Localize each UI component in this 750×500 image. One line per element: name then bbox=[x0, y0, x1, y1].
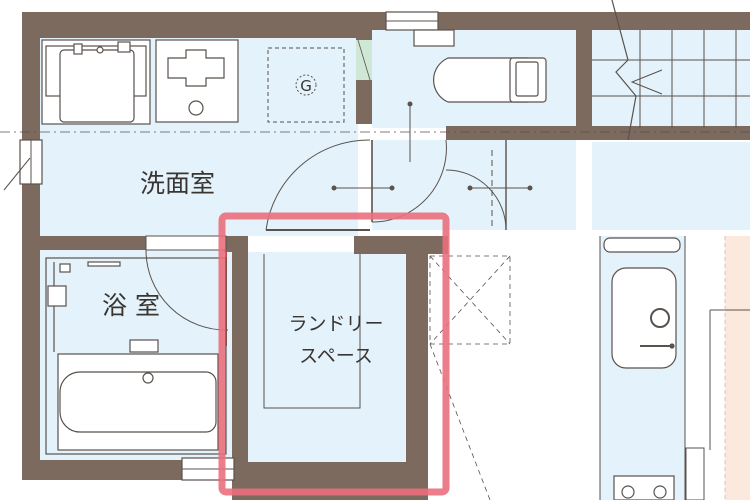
washroom-label: 洗面室 bbox=[140, 169, 215, 198]
laundry-floor bbox=[248, 252, 406, 462]
openings bbox=[3, 11, 439, 481]
sink-icon bbox=[41, 39, 151, 125]
bathroom-label: 浴 室 bbox=[102, 291, 160, 320]
stairs-floor bbox=[592, 30, 750, 128]
gas-symbol: G bbox=[300, 77, 312, 95]
storage-dashes bbox=[429, 255, 511, 500]
gas-dryer: G bbox=[267, 47, 345, 123]
laundry-label-line2: スペース bbox=[299, 345, 373, 367]
dining-floor bbox=[725, 236, 750, 500]
hall-floor bbox=[592, 142, 750, 230]
laundry-label-line1: ランドリー bbox=[288, 313, 383, 335]
stove-icon bbox=[613, 475, 675, 500]
kitchen-counter bbox=[599, 236, 750, 500]
toilet-icon bbox=[413, 29, 547, 103]
laundry-details bbox=[263, 254, 361, 409]
stairs-icon bbox=[592, 0, 750, 141]
bathtub-icon bbox=[45, 257, 227, 455]
bath-door-frame bbox=[145, 235, 227, 251]
kitchen-sink-icon bbox=[603, 237, 681, 369]
laundry-highlight-frame bbox=[218, 212, 450, 496]
washing-machine-icon bbox=[155, 39, 239, 123]
